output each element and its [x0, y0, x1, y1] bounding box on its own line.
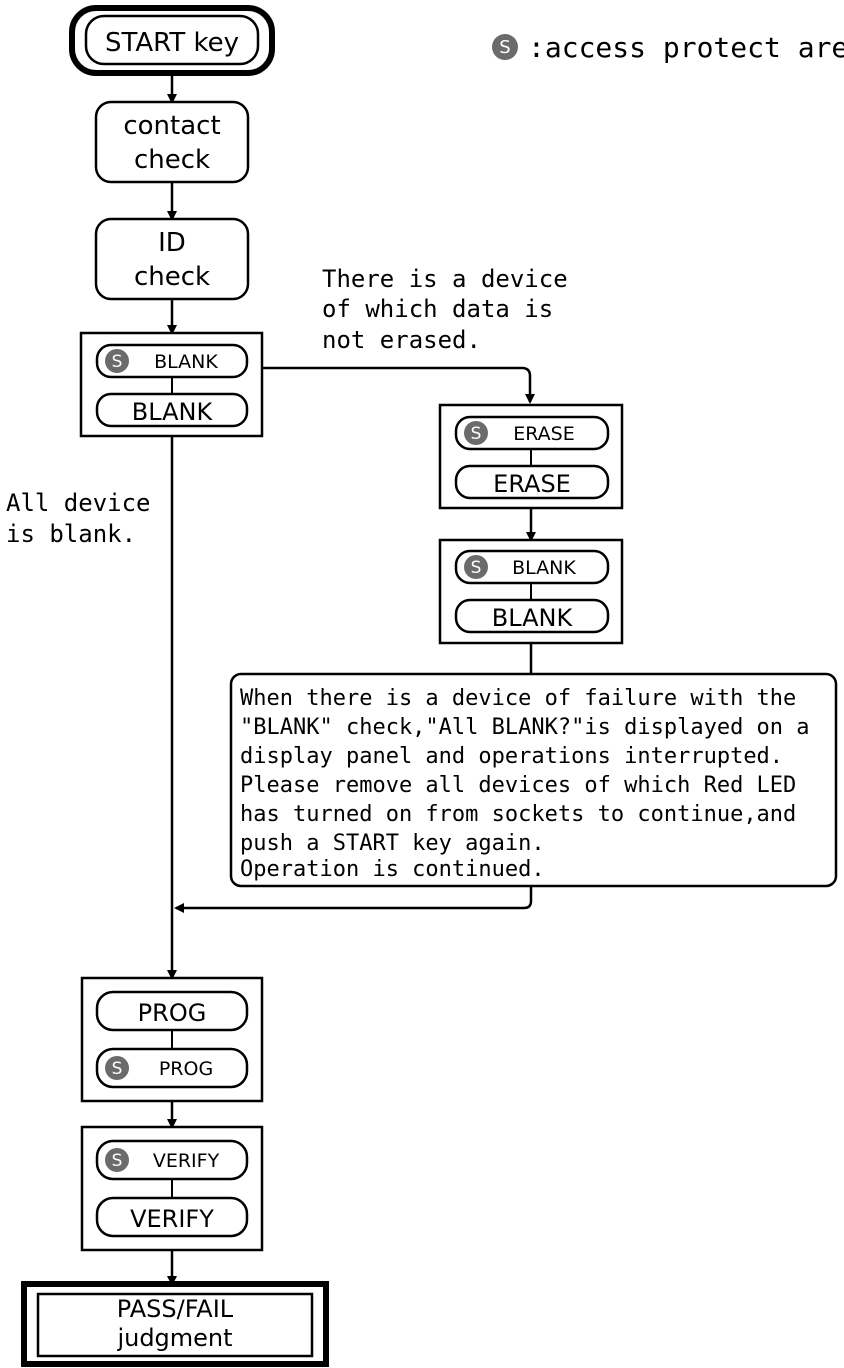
access-protect-badge-icon: S [464, 421, 488, 445]
id-check-node: ID check [94, 217, 250, 301]
failure-note-line-5: has turned on from sockets to continue,a… [240, 802, 796, 827]
access-protect-badge-icon: S [105, 1148, 129, 1172]
all-blank-annotation: All device is blank. [6, 489, 151, 548]
svg-text:S: S [471, 424, 482, 444]
verify-label: VERIFY [130, 1205, 214, 1233]
start-key-node: START key [69, 5, 275, 76]
svg-text:S: S [471, 558, 482, 578]
svg-text:S: S [112, 1151, 123, 1171]
failure-note-line-6: push a START key again. [240, 831, 545, 856]
access-protect-badge-icon: S [105, 349, 129, 373]
not-erased-line-3: not erased. [322, 326, 481, 354]
failure-note: When there is a device of failure with t… [229, 672, 838, 888]
id-check-label-1: ID [158, 228, 186, 258]
failure-note-line-3: display panel and operations interrupted… [240, 744, 783, 769]
blank-label: BLANK [132, 398, 214, 426]
prog-protect-label: PROG [159, 1058, 213, 1080]
failure-note-line-7: Operation is continued. [240, 857, 545, 882]
not-erased-annotation: There is a device of which data is not e… [322, 265, 568, 354]
contact-check-node: contact check [94, 100, 250, 184]
verify-group: S VERIFY VERIFY [80, 1125, 264, 1252]
pass-fail-node: PASS/FAIL judgment [21, 1281, 329, 1367]
legend-text: :access protect area. [528, 31, 844, 64]
legend: S :access protect area. [492, 31, 844, 64]
blank-group-2: S BLANK BLANK [438, 538, 624, 645]
prog-group: PROG S PROG [80, 976, 264, 1103]
all-blank-line-2: is blank. [6, 520, 136, 548]
erase-label: ERASE [493, 470, 571, 498]
failure-note-line-4: Please remove all devices of which Red L… [240, 773, 796, 798]
access-protect-badge-icon: S [492, 34, 518, 60]
failure-note-line-1: When there is a device of failure with t… [240, 686, 796, 711]
all-blank-line-1: All device [6, 489, 151, 517]
not-erased-line-2: of which data is [322, 295, 553, 323]
verify-protect-label: VERIFY [153, 1150, 220, 1172]
access-protect-badge-icon: S [105, 1056, 129, 1080]
blank2-label: BLANK [492, 604, 574, 632]
erase-group: S ERASE ERASE [438, 403, 624, 510]
blank-protect-label: BLANK [154, 351, 218, 373]
failure-note-line-2: "BLANK" check,"All BLANK?"is displayed o… [240, 715, 810, 740]
svg-text:S: S [112, 352, 123, 372]
access-protect-badge-icon: S [464, 555, 488, 579]
contact-check-label-2: check [134, 145, 210, 175]
erase-protect-label: ERASE [513, 423, 575, 445]
svg-text:S: S [112, 1059, 123, 1079]
contact-check-label-1: contact [123, 111, 220, 141]
id-check-label-2: check [134, 262, 210, 292]
blank2-protect-label: BLANK [512, 557, 576, 579]
pass-fail-label-2: judgment [116, 1324, 232, 1352]
svg-text:S: S [499, 37, 510, 58]
start-key-label: START key [105, 28, 239, 58]
not-erased-line-1: There is a device [322, 265, 568, 293]
prog-label: PROG [138, 999, 207, 1027]
blank-group: S BLANK BLANK [79, 331, 264, 438]
pass-fail-label-1: PASS/FAIL [117, 1295, 234, 1323]
